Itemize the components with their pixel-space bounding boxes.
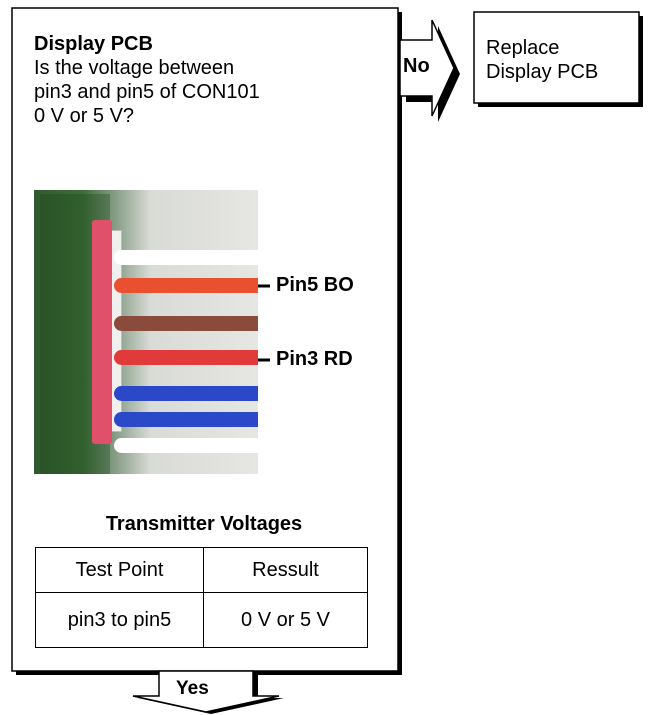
question-line-1: Is the voltage between bbox=[34, 57, 234, 80]
wire-red bbox=[114, 350, 258, 365]
voltages-table: Test Point Ressult pin3 to pin5 0 V or 5… bbox=[35, 547, 368, 648]
question-line-3: 0 V or 5 V? bbox=[34, 105, 134, 128]
connector-photo bbox=[34, 190, 258, 474]
yes-label: Yes bbox=[176, 678, 209, 700]
table-title: Transmitter Voltages bbox=[0, 513, 408, 536]
header-result: Ressult bbox=[204, 548, 368, 593]
wire-white-top bbox=[114, 250, 258, 265]
cell-test-point: pin3 to pin5 bbox=[36, 593, 204, 648]
box-title: Display PCB bbox=[34, 33, 153, 56]
wire-orange bbox=[114, 278, 258, 293]
table-header-row: Test Point Ressult bbox=[36, 548, 368, 593]
table-row: pin3 to pin5 0 V or 5 V bbox=[36, 593, 368, 648]
replace-line-1: Replace bbox=[486, 37, 559, 60]
pin3-label: Pin3 RD bbox=[276, 348, 353, 371]
red-connector-clip bbox=[92, 220, 112, 444]
pin5-label: Pin5 BO bbox=[276, 274, 354, 297]
wire-blue-1 bbox=[114, 386, 258, 401]
replace-line-2: Display PCB bbox=[486, 61, 598, 84]
no-label: No bbox=[403, 55, 430, 78]
wire-blue-2 bbox=[114, 412, 258, 427]
header-test-point: Test Point bbox=[36, 548, 204, 593]
question-line-2: pin3 and pin5 of CON101 bbox=[34, 81, 260, 104]
wire-white-bottom bbox=[114, 438, 258, 453]
wire-brown bbox=[114, 316, 258, 331]
cell-result: 0 V or 5 V bbox=[204, 593, 368, 648]
